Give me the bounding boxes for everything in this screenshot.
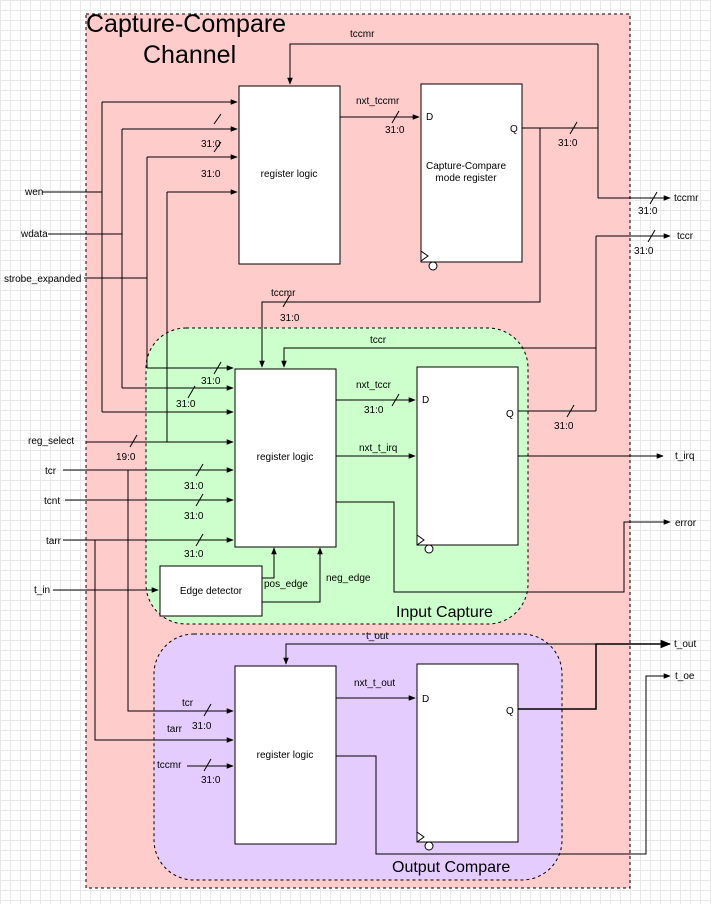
width-label-tccr-out: 31:0 <box>634 246 654 257</box>
cc-mode-register-reset-bubble <box>428 261 438 271</box>
cc-mode-register-label-1: Capture-Compare <box>426 161 506 172</box>
input-capture-label: Input Capture <box>396 604 493 621</box>
width-label-tccmr-q: 31:0 <box>558 138 578 149</box>
input-label-t-in: t_in <box>34 585 50 596</box>
width-label-strobe-top: 31:0 <box>201 169 221 180</box>
output-label-error: error <box>675 518 697 529</box>
output-compare-register-block <box>416 663 519 843</box>
width-label-ic-tarr: 31:0 <box>184 549 204 560</box>
output-label-t-out: t_out <box>674 639 696 650</box>
wires-top-inputs <box>42 99 238 442</box>
width-label-tccr-q: 31:0 <box>554 421 574 432</box>
signal-label-pos-edge: pos_edge <box>264 579 308 590</box>
signal-label-nxt-tccr: nxt_tccr <box>356 380 392 391</box>
signal-label-neg-edge: neg_edge <box>326 573 371 584</box>
input-label-wdata: wdata <box>20 229 48 240</box>
width-label-tccmr-to-input: 31:0 <box>280 313 300 324</box>
width-label-ic-wen: 31:0 <box>201 376 221 387</box>
input-register-logic-block <box>234 368 337 548</box>
output-label-tccr: tccr <box>677 231 694 242</box>
cc-mode-register-clock-mark <box>420 250 429 262</box>
output-compare-register-clock-mark <box>416 831 425 843</box>
input-label-tcnt: tcnt <box>44 496 60 507</box>
wires-output-compare-inputs <box>94 470 234 772</box>
output-compare-register-d-pin: D <box>422 694 429 705</box>
output-label-t-irq: t_irq <box>675 451 694 462</box>
cc-mode-register-label-2: mode register <box>435 173 497 184</box>
signal-label-tccr-feedback: tccr <box>370 335 387 346</box>
width-label-ic-tcnt: 31:0 <box>184 511 204 522</box>
signal-label-oc-tccmr: tccmr <box>157 760 182 771</box>
input-capture-register-reset-bubble <box>424 544 434 554</box>
wires-output-compare-outputs <box>283 639 672 855</box>
input-register-logic-label: register logic <box>257 452 314 463</box>
signal-label-oc-tarr: tarr <box>167 724 183 735</box>
width-label-tccmr-out: 31:0 <box>638 206 658 217</box>
output-label-t-oe: t_oe <box>675 671 695 682</box>
wire-nxt-tccmr-tick <box>391 110 400 124</box>
cc-mode-register-block <box>420 83 523 263</box>
cc-mode-register-d-pin: D <box>426 112 433 123</box>
wires-input-capture-outputs <box>336 393 671 593</box>
output-register-logic-label: register logic <box>257 750 314 761</box>
output-compare-register-q-pin: Q <box>506 706 514 717</box>
signal-label-nxt-t-out: nxt_t_out <box>354 678 395 689</box>
output-register-logic-block <box>234 665 337 845</box>
cc-mode-register-q-pin: Q <box>510 124 518 135</box>
channel-title-line1: Capture-Compare <box>86 10 286 38</box>
width-label-nxt-tccr: 31:0 <box>364 405 384 416</box>
wires-tccr-output <box>281 229 671 459</box>
tccmr-register-logic-label: register logic <box>261 169 318 180</box>
channel-title-line2: Channel <box>143 41 236 69</box>
input-label-wen: wen <box>24 187 43 198</box>
input-capture-register-q-pin: Q <box>506 409 514 420</box>
width-label-nxt-tccmr: 31:0 <box>385 125 405 136</box>
wires-input-capture-inputs <box>53 361 234 593</box>
signal-label-tccmr-to-input: tccmr <box>271 288 296 299</box>
edge-detector-label: Edge detector <box>180 586 243 597</box>
width-label-reg-select: 19:0 <box>116 452 136 463</box>
signal-label-nxt-tccmr: nxt_tccmr <box>356 96 400 107</box>
input-label-tarr: tarr <box>46 536 62 547</box>
signal-label-nxt-t-irq: nxt_t_irq <box>359 443 397 454</box>
input-capture-register-block <box>416 366 519 546</box>
width-label-oc-tccmr: 31:0 <box>201 775 221 786</box>
signal-label-tccmr-feedback: tccmr <box>350 29 375 40</box>
width-label-ic-tcr: 31:0 <box>184 481 204 492</box>
output-compare-label: Output Compare <box>392 859 510 876</box>
signal-label-oc-tcr: tcr <box>182 698 194 709</box>
input-capture-register-clock-mark <box>416 534 425 546</box>
width-label-oc-tcr: 31:0 <box>192 721 212 732</box>
tccmr-register-logic-block <box>238 85 341 265</box>
wires-edge-detector <box>262 547 323 603</box>
input-label-tcr: tcr <box>45 466 57 477</box>
signal-label-t-out-feedback: t_out <box>366 631 388 642</box>
edge-detector-block <box>159 565 263 617</box>
width-label-ic-wdata: 31:0 <box>176 399 196 410</box>
width-label-wdata-top: 31:0 <box>201 139 221 150</box>
wires-tccmr-output <box>259 43 671 368</box>
input-label-reg-select: reg_select <box>28 436 74 447</box>
output-compare-register-reset-bubble <box>424 841 434 851</box>
output-label-tccmr: tccmr <box>674 193 699 204</box>
input-label-strobe-expanded: strobe_expanded <box>4 274 81 285</box>
input-capture-register-d-pin: D <box>422 395 429 406</box>
